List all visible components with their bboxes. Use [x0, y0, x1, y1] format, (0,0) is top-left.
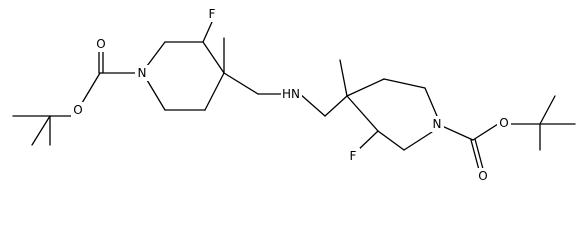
bond: [324, 95, 348, 117]
bond: [202, 21, 213, 43]
bond: [146, 79, 166, 111]
bond: [223, 72, 259, 95]
bond: [424, 87, 438, 117]
nitrogen-label: N: [138, 66, 147, 80]
bond: [204, 72, 225, 111]
structure-drawing: F N O O HN F N O O: [12, 6, 576, 184]
bond: [299, 93, 326, 117]
bond: [346, 78, 385, 97]
bond: [474, 138, 484, 170]
carbonyl-oxygen-label: O: [96, 37, 105, 51]
bond: [202, 41, 225, 74]
bond: [470, 139, 480, 171]
nitrogen-label: N: [433, 117, 442, 131]
bond: [441, 125, 474, 141]
right-boc-group: [441, 95, 576, 171]
bond: [81, 72, 101, 104]
bond: [377, 130, 405, 151]
ester-oxygen-label: O: [499, 116, 508, 130]
fluorine-label: F: [209, 7, 216, 21]
bond: [472, 123, 499, 141]
left-boc-group: [12, 49, 137, 146]
amine-nh-label: HN: [282, 87, 300, 101]
fluorine-label: F: [350, 149, 357, 163]
right-ring: [299, 59, 438, 153]
bond: [339, 59, 348, 97]
left-ring: [146, 21, 283, 111]
ester-oxygen-label: O: [73, 103, 82, 117]
bond: [403, 131, 433, 151]
bond: [346, 95, 379, 132]
bond: [539, 95, 556, 125]
molecule-canvas: F N O O HN F N O O: [12, 6, 576, 184]
carbonyl-oxygen-label: O: [478, 169, 487, 183]
atom-labels: F N O O HN F N O O: [71, 6, 511, 184]
bond: [146, 41, 166, 67]
bond: [31, 115, 51, 146]
bond: [383, 78, 426, 89]
